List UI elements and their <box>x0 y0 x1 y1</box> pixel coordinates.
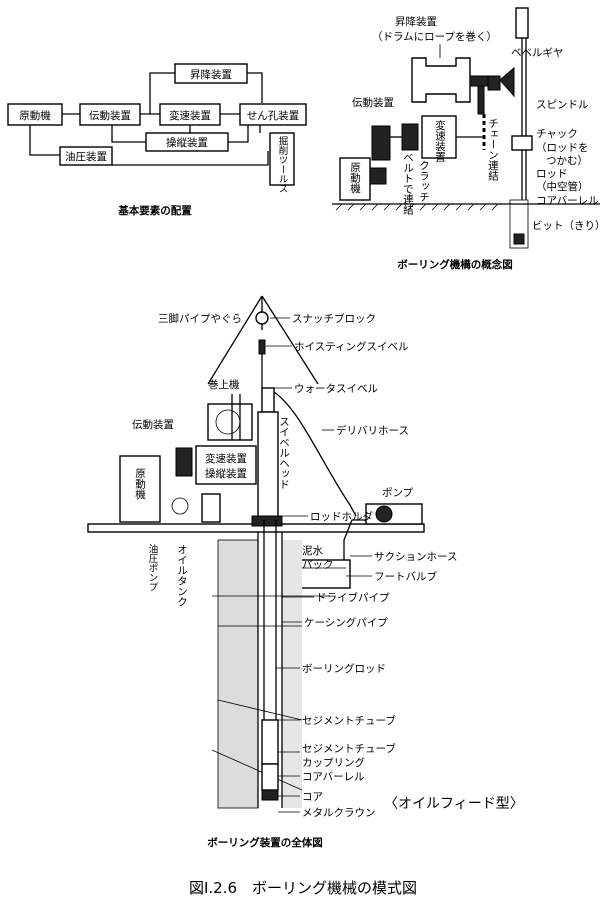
transmission-box <box>79 103 141 126</box>
tool-box <box>269 132 295 186</box>
apparatus-diagram: スイベルヘッド 変速装置 操縦装置 原動機 <box>87 295 524 849</box>
drive-pipe-label: ドライブパイプ <box>316 591 390 604</box>
bevel-gear <box>499 66 515 98</box>
metal-crown-label: メタルクラウン <box>302 807 376 819</box>
tripod-label: 三脚パイプやぐら <box>158 312 242 325</box>
rod-note: （中空管） <box>536 180 589 193</box>
rod-holder-label: ロッドホルダ <box>310 510 373 523</box>
mud-label: 泥水 <box>302 544 323 557</box>
chuck-label: チャック <box>536 128 578 140</box>
hoist-mech-note: （ドラムにロープを巻く） <box>372 31 497 43</box>
bevel-gear-label: ベベルギヤ <box>511 47 564 59</box>
spindle-label: スピンドル <box>536 99 589 111</box>
snatch-block <box>255 311 269 325</box>
delivery-hose-label: デリバリホース <box>336 424 409 437</box>
rod-label: ロッド <box>536 168 568 180</box>
chuck-note-1: （ロッドを <box>536 142 589 154</box>
clutch-label: クラッチ <box>418 160 430 202</box>
pack-label: パック <box>302 559 334 571</box>
sediment-coupling-label-2: カップリング <box>302 756 365 769</box>
transmission-mech-label: 伝動装置 <box>352 96 394 109</box>
pump <box>365 503 423 525</box>
casing-label: ケーシングパイプ <box>304 616 388 629</box>
control-box <box>145 132 229 152</box>
control-box-label: 操縦装置 <box>166 136 208 149</box>
corebarrel-app <box>261 763 279 791</box>
chuck <box>511 135 533 151</box>
control-app-label: 操縦装置 <box>205 467 247 480</box>
prime-mover-app <box>119 455 161 523</box>
hoisting-swivel <box>258 339 266 355</box>
gearbox-box <box>159 103 221 126</box>
rod-holder <box>251 515 283 527</box>
transmission-app <box>175 447 193 477</box>
gearbox-control <box>195 445 257 485</box>
prime-mover-box-label: 原動機 <box>19 109 51 122</box>
boring-rod-label: ボーリングロッド <box>302 662 386 675</box>
snatch-block-label: スナッチブロック <box>292 312 376 325</box>
tool-box-label: 掘削ツールス <box>277 135 289 193</box>
bit-label: ビット（きり） <box>532 220 606 232</box>
gearbox-mech-label: 変速装置 <box>434 119 446 162</box>
transmission-box-label: 伝動装置 <box>89 109 131 122</box>
hoisting-swivel-label: ホイスティングスイベル <box>294 340 409 353</box>
swivel-head-label: スイベルヘッド <box>278 416 290 490</box>
block-diagram-caption: 基本要素の配置 <box>117 204 192 217</box>
prime-mover-app-label: 原動機 <box>134 468 146 500</box>
sediment-coupling-label-1: セジメントチューブ <box>302 742 396 755</box>
hyd-pump-label: 油圧ポンプ <box>147 543 159 591</box>
suction-hose-label: サクションホース <box>374 551 457 563</box>
water-swivel <box>261 387 275 413</box>
figure-caption: 図Ⅰ.2.6 ボーリング機械の模式図 <box>189 879 417 897</box>
corebarrel-app-label: コアバーレル <box>302 771 365 783</box>
hyd-pump-app <box>171 497 189 515</box>
boring-box-label: せん孔装置 <box>247 109 300 122</box>
block-diagram: 昇降装置 原動機 伝動装置 変速装置 せん孔装置 操縦装置 油圧装置 掘削ツール… <box>7 63 307 217</box>
corebarrel-mech-label: コアバーレル <box>536 195 599 207</box>
oil-tank-label: オイルタンク <box>176 544 188 607</box>
hydraulic-box-label: 油圧装置 <box>65 150 107 163</box>
foot-valve-label: フートバルブ <box>374 570 437 583</box>
prime-mover-mech-label: 原動機 <box>349 162 361 194</box>
sediment-tube-label: セジメントチューブ <box>302 714 396 727</box>
winch <box>207 403 253 441</box>
strata-right <box>282 540 302 808</box>
bit <box>513 233 525 245</box>
water-swivel-label: ウォータスイベル <box>294 383 378 395</box>
hoist-drum <box>411 57 471 103</box>
hoist-box <box>174 63 248 84</box>
chuck-note-2: つかむ） <box>546 155 588 167</box>
metal-crown <box>261 789 279 801</box>
apparatus-caption: ボーリング装置の全体図 <box>207 836 323 849</box>
transmission-mech <box>371 125 391 161</box>
suction-hose <box>343 519 366 574</box>
winch-label: 巻上機 <box>208 378 240 391</box>
swivel-head <box>257 411 279 519</box>
sediment-tube <box>261 719 279 765</box>
gearbox-box-label: 変速装置 <box>169 109 211 122</box>
chain-label: チェーン連結 <box>487 118 499 182</box>
hoist-box-label: 昇降装置 <box>190 68 232 81</box>
hoist-mech-label: 昇降装置 <box>395 15 437 28</box>
gearbox-app-label: 変速装置 <box>205 452 247 465</box>
clutch <box>401 123 419 151</box>
prime-mover-box <box>7 103 63 126</box>
mechanism-diagram: 変速装置 原動機 昇降装置 （ドラムにロープを巻く） ベベルギヤ スピンドル チ… <box>332 7 606 271</box>
oil-feed-type-label: 〈オイルフィード型〉 <box>384 796 524 812</box>
core-label: コア <box>302 791 323 803</box>
belt-label: ベルトで連結 <box>402 152 414 216</box>
spindle-top <box>515 7 529 39</box>
delivery-hose <box>273 391 357 517</box>
oil-tank-app <box>201 493 221 523</box>
boring-box <box>239 103 307 126</box>
hydraulic-box <box>59 146 113 166</box>
mechanism-caption: ボーリング機構の概念図 <box>397 258 513 271</box>
pump-label: ポンプ <box>382 487 414 499</box>
strata-left <box>217 539 259 809</box>
transmission-app-label: 伝動装置 <box>132 418 174 431</box>
